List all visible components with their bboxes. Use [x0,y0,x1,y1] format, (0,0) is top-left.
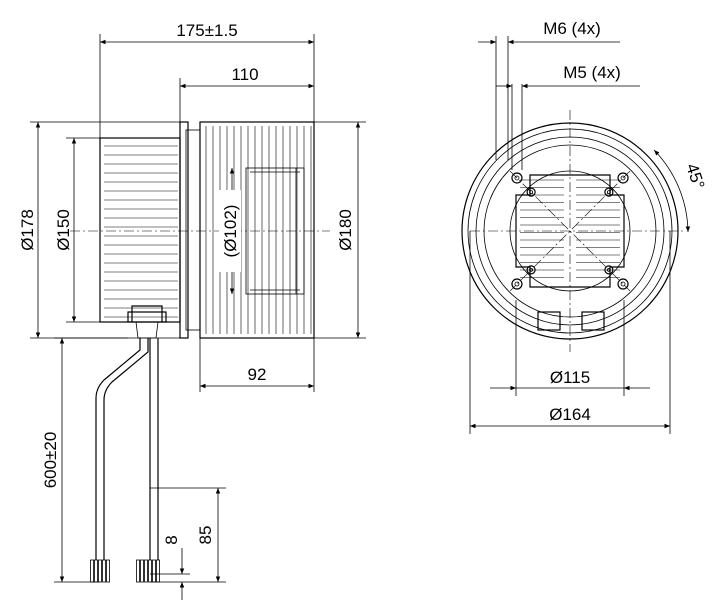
dim-strip-long: 85 [150,487,226,583]
outer-diameter-label: Ø164 [549,405,591,424]
impeller-width-label: 92 [248,365,267,384]
dim-cable-length: 600±20 [41,337,128,583]
dim-thread-m6: M6 (4x) [478,19,620,160]
dim-impeller-width: 92 [199,338,315,392]
body-diameter-label: Ø178 [18,209,37,251]
dim-impeller-diameter: Ø180 [314,121,366,339]
flange-diameter-label: Ø150 [54,209,73,251]
impeller-diameter-label: Ø180 [336,209,355,251]
dim-flange-diameter: Ø150 [54,137,100,323]
housing-length-label: 110 [231,65,258,84]
dim-outer-diameter: Ø164 [469,231,671,434]
strip-long-label: 85 [196,526,215,545]
cable-bundle [90,338,160,583]
dim-inner-bolt-circle: Ø115 [490,300,650,396]
dim-strip-short: 8 [150,535,190,600]
hole-angle-label: 45° [682,161,708,191]
dim-housing-length: 110 [179,65,314,122]
cable-length-label: 600±20 [41,432,60,489]
dim-hole-angle: 45° [653,149,708,233]
front-view: M6 (4x) M5 (4x) 45° Ø115 [461,19,708,434]
cable-gland [127,305,167,339]
strip-short-label: 8 [162,535,181,544]
impeller [199,121,315,339]
inner-bolt-circle-label: Ø115 [550,368,590,387]
overall-length-label: 175±1.5 [176,21,237,40]
motor-diameter-label: (Ø102) [221,205,240,258]
side-view: 175±1.5 110 Ø178 Ø150 (Ø102) [18,21,366,600]
thread-m5-label: M5 (4x) [563,63,621,82]
dim-thread-m5: M5 (4x) [496,63,640,170]
thread-m6-label: M6 (4x) [543,19,601,38]
dim-overall-length: 175±1.5 [99,21,315,138]
dim-motor-diameter: (Ø102) [219,168,241,294]
